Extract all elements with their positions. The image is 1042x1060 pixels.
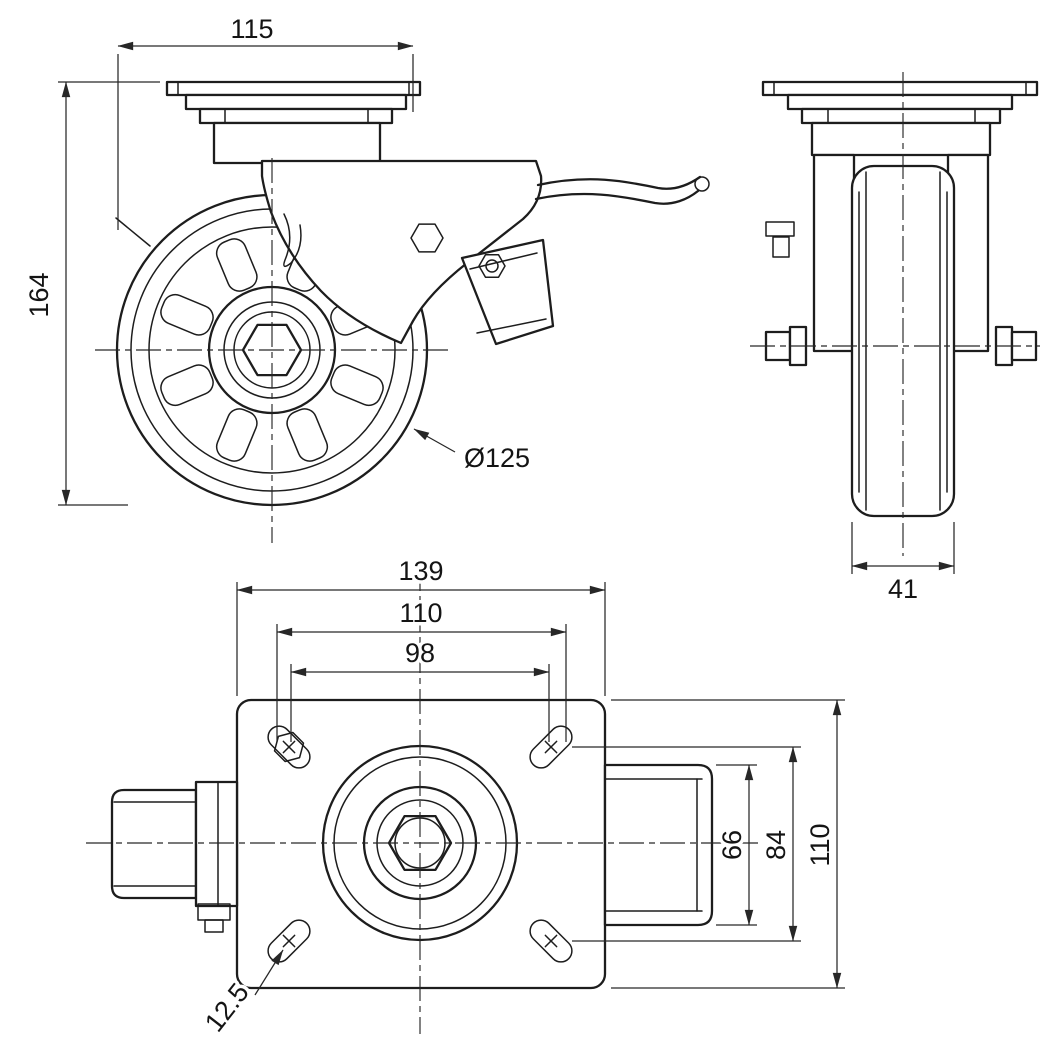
front-view: 41 [750, 72, 1040, 608]
dim-66-label: 66 [717, 830, 747, 860]
swivel-fork [260, 159, 543, 345]
fork-leg-plan [194, 780, 239, 908]
bolt-slot-top-left [267, 725, 311, 769]
swivel-race-lower [198, 107, 394, 125]
leader-line [254, 949, 284, 996]
brake-release-lever [534, 175, 710, 205]
fork-leg-left [812, 153, 856, 353]
wheel-plan [110, 780, 239, 933]
bolt-slot-top-right [529, 725, 573, 769]
side-view: 115 164 Ø125 [21, 11, 710, 543]
dim-139-label: 139 [398, 556, 443, 586]
dim-41-label: 41 [888, 574, 918, 604]
centerlines-plan [86, 566, 758, 1034]
dim-overall-height: 164 [21, 81, 160, 506]
tire-surface-tick [115, 217, 151, 247]
center-mark [282, 934, 296, 948]
top-plate-stack-front [761, 80, 1039, 157]
swivel-race-upper [184, 93, 408, 111]
bolt-head [273, 731, 305, 763]
dim-bolt-span-outer: 110 [276, 595, 567, 742]
centerlines-front [750, 72, 1040, 556]
brake-pin-front [765, 221, 795, 258]
dim-115-label: 115 [230, 14, 273, 44]
dim-110h-label: 110 [399, 598, 442, 628]
dim-84-label: 84 [761, 830, 791, 860]
lever-tip-loop [694, 176, 710, 192]
dim-wheel-diameter: Ø125 [413, 428, 534, 477]
top-plate-stack [165, 80, 422, 165]
dim-bolt-span-vertical: 84 [572, 746, 801, 942]
dim-plate-depth: 110 [611, 699, 845, 989]
brake-pedal-side [460, 238, 555, 346]
brand-mark [283, 213, 302, 268]
dim-bolt-span-inner: 98 [290, 635, 550, 742]
centerlines-side [95, 158, 452, 543]
dim-125-label: Ø125 [464, 443, 530, 473]
brake-pedal-plan [603, 763, 714, 927]
dim-wheel-width: 41 [851, 522, 955, 608]
mounting-plate [165, 80, 422, 97]
dim-plate-width: 115 [117, 11, 414, 230]
center-mark [544, 934, 558, 948]
kingpin-bolt [410, 223, 444, 253]
brake-plan [603, 763, 714, 927]
center-mark [544, 740, 558, 754]
dim-98-label: 98 [405, 638, 435, 668]
swivel-race-lower [800, 107, 1002, 125]
mounting-plate [761, 80, 1039, 97]
fork-crown [212, 121, 382, 165]
leader-line [413, 428, 456, 453]
bolt-slot-bottom-left [267, 919, 311, 963]
tire-plan [110, 788, 198, 900]
brake-pedal-plate [460, 238, 555, 346]
fork-crown [810, 121, 992, 157]
swivel-race-upper [786, 93, 1014, 111]
bolt-slot-bottom-right [529, 919, 573, 963]
dim-brake-depth: 66 [714, 764, 757, 926]
dim-164-label: 164 [24, 272, 54, 317]
plan-view: 139 110 98 66 84 [86, 553, 845, 1041]
dim-plate-length: 139 [236, 553, 606, 696]
brake-pivot-bolt [478, 253, 506, 279]
dim-110v-label: 110 [805, 823, 835, 866]
